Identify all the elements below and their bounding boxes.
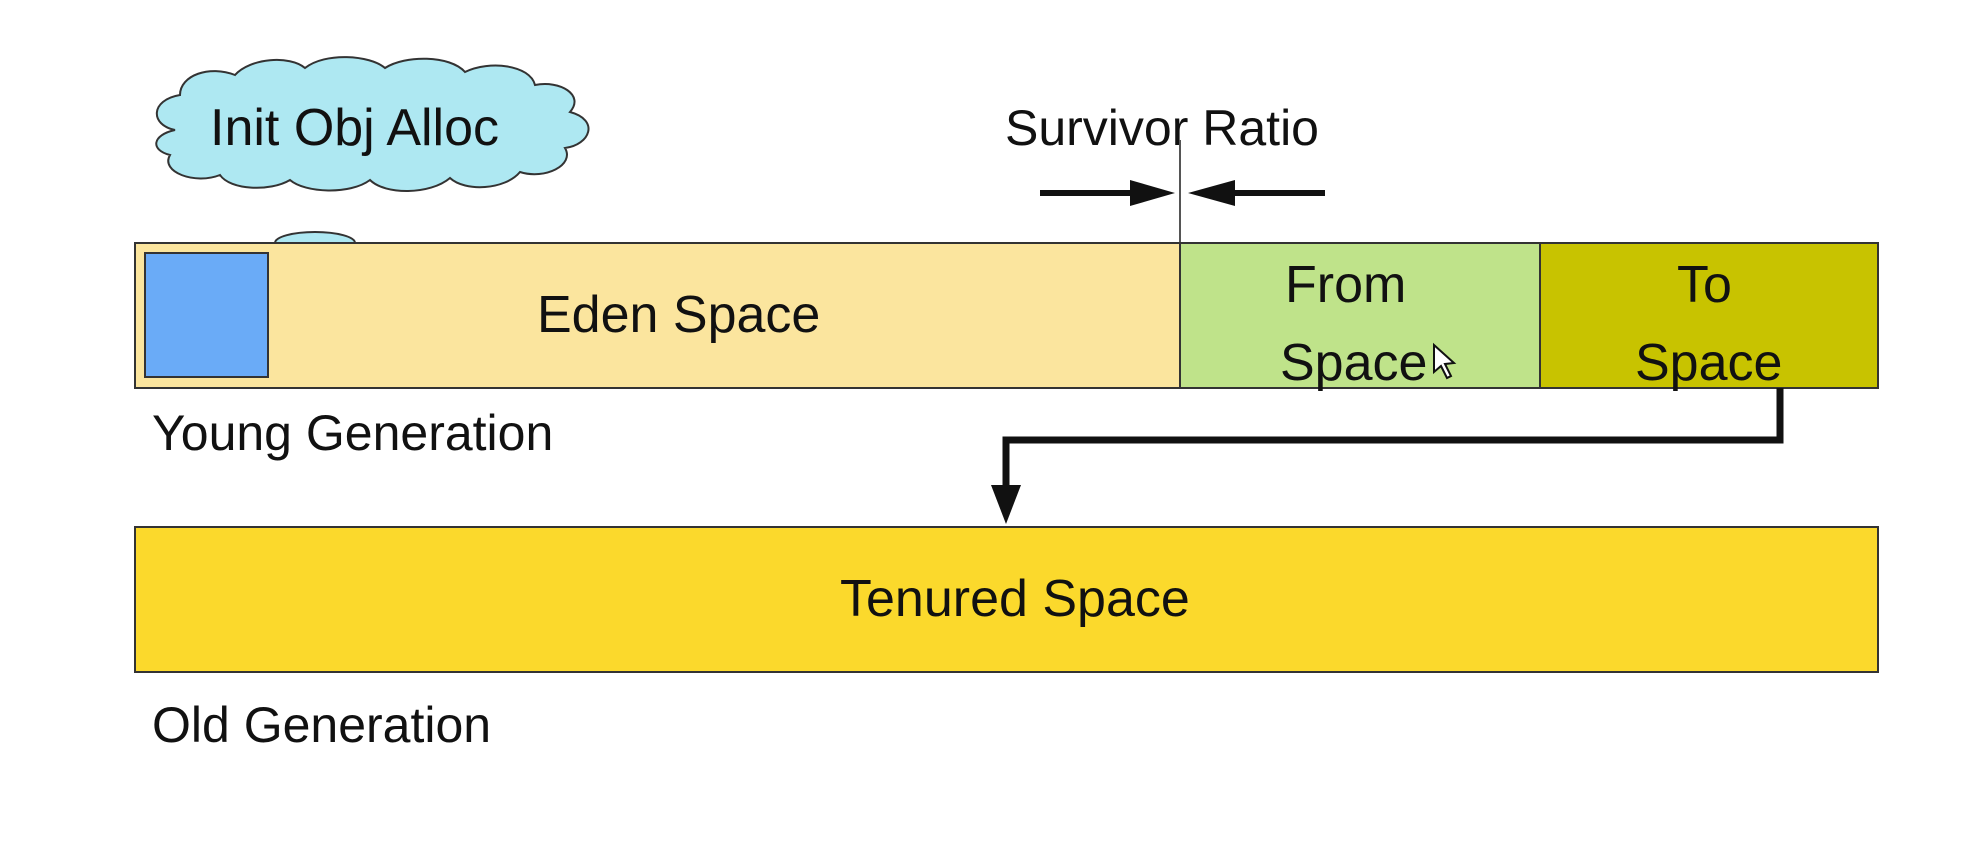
- cloud-label: Init Obj Alloc: [210, 99, 499, 157]
- tenured-space-box: [134, 526, 1879, 673]
- from-space-label-line1: From: [1285, 256, 1406, 314]
- survivor-ratio-indicator: Survivor Ratio: [1005, 100, 1325, 388]
- to-space-box: [1539, 242, 1879, 389]
- new-object-block: [144, 252, 269, 378]
- promotion-arrow: [991, 388, 1784, 524]
- from-space-label-line2: Space: [1280, 334, 1427, 392]
- young-generation-bar: Eden Space From Space To Space: [134, 242, 1879, 392]
- young-generation-label: Young Generation: [152, 405, 553, 461]
- mouse-cursor-icon: [1433, 342, 1457, 380]
- survivor-ratio-left-arrow-head: [1130, 180, 1175, 206]
- tenured-space-label: Tenured Space: [840, 570, 1190, 628]
- survivor-ratio-label: Survivor Ratio: [1005, 100, 1319, 156]
- promotion-arrow-head: [991, 485, 1021, 524]
- eden-space-label: Eden Space: [537, 286, 820, 344]
- promotion-arrow-path: [1002, 388, 1784, 495]
- survivor-ratio-right-arrow-head: [1188, 180, 1235, 206]
- to-space-label-line1: To: [1677, 256, 1732, 314]
- cloud-shape: [155, 56, 590, 192]
- eden-space-box: [134, 242, 1181, 389]
- old-generation-label: Old Generation: [152, 697, 491, 753]
- old-generation-bar: Tenured Space: [134, 526, 1879, 673]
- to-space-label-line2: Space: [1635, 334, 1782, 392]
